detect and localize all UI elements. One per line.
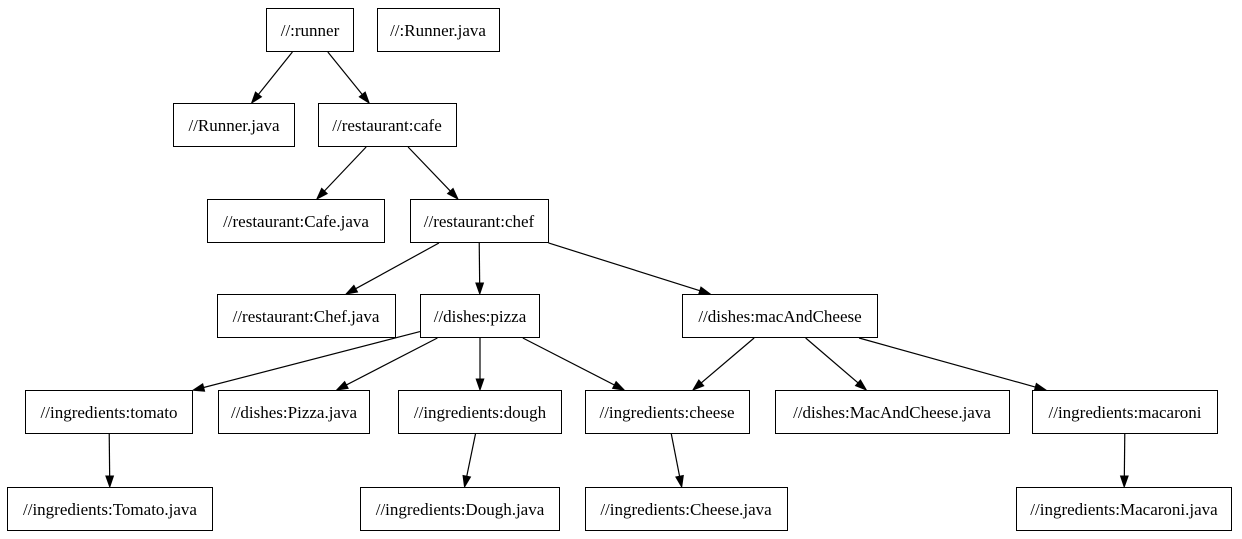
graph-edge-cafe-to-chef bbox=[407, 146, 459, 201]
graph-node-cafe: //restaurant:cafe bbox=[317, 103, 457, 147]
graph-edge-pizza-to-pizza-java bbox=[335, 337, 438, 391]
edge-arrowhead-icon bbox=[691, 379, 705, 391]
edge-arrowhead-icon bbox=[475, 282, 485, 296]
graph-edge-pizza-to-cheese bbox=[522, 337, 626, 391]
graph-node-macaroni: //ingredients:macaroni bbox=[1032, 390, 1218, 434]
graph-node-pizza-java: //dishes:Pizza.java bbox=[218, 390, 370, 434]
edge-arrowhead-icon bbox=[475, 378, 485, 392]
edge-line bbox=[700, 337, 755, 384]
edge-line bbox=[548, 242, 700, 292]
edge-arrowhead-icon bbox=[854, 379, 868, 391]
graph-node-cheese-java: //ingredients:Cheese.java bbox=[584, 487, 788, 531]
edge-line bbox=[258, 51, 293, 95]
edge-arrowhead-icon bbox=[105, 475, 115, 489]
graph-edge-tomato-to-tomato-java bbox=[105, 433, 115, 489]
edge-line bbox=[407, 146, 451, 192]
edge-line bbox=[805, 337, 859, 384]
graph-node-chef-java: //restaurant:Chef.java bbox=[216, 294, 396, 338]
edge-arrowhead-icon bbox=[675, 474, 684, 489]
graph-node-tomato-java: //ingredients:Tomato.java bbox=[7, 487, 213, 531]
edge-arrowhead-icon bbox=[1119, 475, 1129, 489]
edge-line bbox=[203, 330, 421, 389]
edge-line bbox=[355, 242, 440, 290]
graph-edge-mac-and-cheese-to-cheese bbox=[691, 337, 755, 391]
graph-edge-pizza-to-dough bbox=[475, 338, 485, 392]
graph-node-chef: //restaurant:chef bbox=[409, 199, 549, 243]
edge-arrowhead-icon bbox=[446, 187, 459, 201]
graph-edge-pizza-to-tomato bbox=[191, 330, 421, 392]
graph-edge-dough-to-dough-java bbox=[462, 433, 477, 489]
edge-line bbox=[323, 146, 367, 192]
edge-arrowhead-icon bbox=[315, 187, 329, 201]
graph-node-cafe-java: //restaurant:Cafe.java bbox=[207, 199, 385, 243]
graph-edge-runner-to-cafe bbox=[327, 51, 371, 105]
graph-node-runner: //:runner bbox=[266, 8, 354, 52]
graph-node-tomato: //ingredients:tomato bbox=[25, 390, 193, 434]
graph-edge-cheese-to-cheese-java bbox=[670, 433, 684, 489]
graph-node-dough-java: //ingredients:Dough.java bbox=[360, 487, 560, 531]
edge-line bbox=[858, 337, 1036, 388]
graph-node-cheese: //ingredients:cheese bbox=[584, 390, 750, 434]
edge-arrowhead-icon bbox=[611, 380, 626, 391]
graph-edge-macaroni-to-macaroni-java bbox=[1119, 433, 1129, 489]
graph-node-mac-and-cheese: //dishes:macAndCheese bbox=[682, 294, 878, 338]
graph-node-mac-and-cheese-java: //dishes:MacAndCheese.java bbox=[774, 390, 1010, 434]
edge-arrowhead-icon bbox=[462, 474, 472, 489]
edge-line bbox=[327, 51, 363, 95]
edge-arrowhead-icon bbox=[344, 284, 359, 295]
edge-line bbox=[670, 433, 681, 477]
graph-node-pizza: //dishes:pizza bbox=[420, 294, 540, 338]
edge-arrowhead-icon bbox=[335, 380, 349, 391]
graph-edge-mac-and-cheese-to-mac-and-cheese-java bbox=[805, 337, 868, 391]
graph-node-runner-java-root: //:Runner.java bbox=[376, 8, 500, 52]
edge-line bbox=[522, 337, 615, 386]
edge-line bbox=[466, 433, 477, 477]
graph-node-macaroni-java: //ingredients:Macaroni.java bbox=[1016, 487, 1232, 531]
graph-edge-chef-to-pizza bbox=[475, 242, 485, 296]
graph-node-dough: //ingredients:dough bbox=[398, 390, 562, 434]
graph-edge-chef-to-chef-java bbox=[344, 242, 440, 295]
graph-node-runner-java: //Runner.java bbox=[173, 103, 295, 147]
graph-edge-runner-to-runner-java bbox=[250, 51, 293, 105]
graph-edge-cafe-to-cafe-java bbox=[315, 146, 367, 201]
edge-arrowhead-icon bbox=[250, 91, 263, 105]
edge-arrowhead-icon bbox=[358, 91, 371, 105]
edge-arrowhead-icon bbox=[191, 383, 206, 392]
edge-line bbox=[346, 337, 438, 386]
